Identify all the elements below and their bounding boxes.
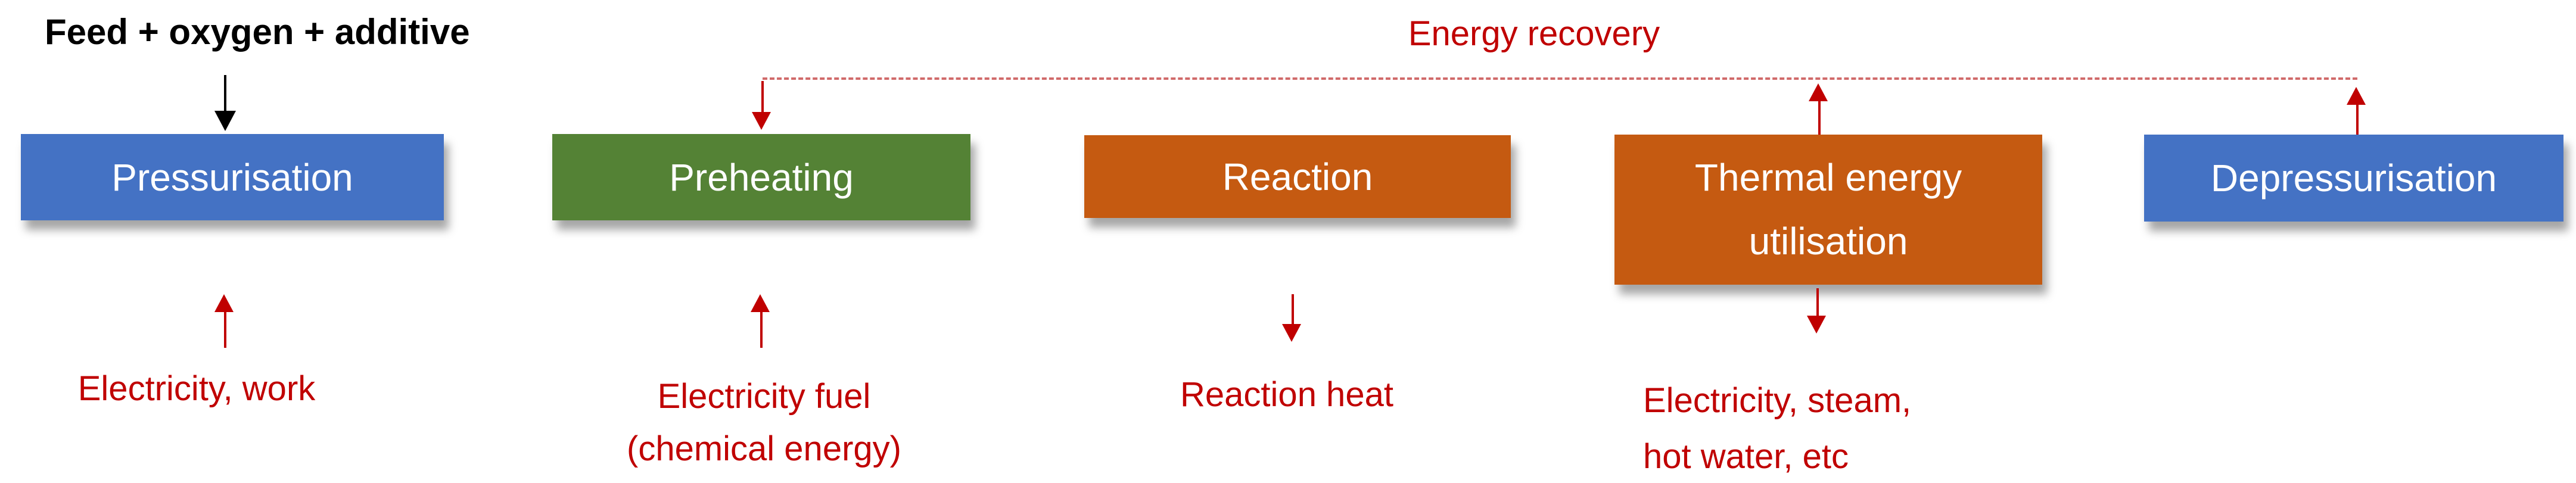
- thermal-output-arrow-down-icon: [1807, 316, 1826, 334]
- stage-box-pressurisation: Pressurisation: [21, 134, 444, 220]
- stage-label-reaction: Reaction: [1222, 155, 1373, 198]
- recovery-to-preheating-arrow-down-icon: [752, 112, 771, 130]
- stage-label-thermal-line2: utilisation: [1749, 220, 1908, 263]
- stage-label-thermal-line1: Thermal energy: [1694, 156, 1962, 199]
- electricity-fuel-label-line1: Electricity fuel: [657, 377, 871, 416]
- stage-label-preheating: Preheating: [669, 155, 854, 199]
- thermal-output-label-line1: Electricity, steam,: [1643, 381, 1912, 420]
- depressurisation-to-recovery-arrow-up-icon: [2347, 87, 2366, 105]
- electricity-fuel-arrow-up-icon: [751, 294, 770, 312]
- electricity-fuel-arrow-line: [760, 312, 763, 348]
- thermal-output-label-line2: hot water, etc: [1643, 437, 1849, 476]
- electricity-fuel-label-line2: (chemical energy): [627, 429, 901, 468]
- thermal-to-recovery-arrow-line: [1818, 100, 1821, 135]
- electricity-work-arrow-up-icon: [214, 294, 234, 312]
- energy-recovery-dashed-line: [763, 77, 2357, 80]
- electricity-work-arrow-line: [224, 312, 226, 348]
- reaction-heat-label: Reaction heat: [1180, 375, 1393, 414]
- thermal-output-label: Electricity, steam, hot water, etc: [1643, 373, 2012, 483]
- stage-box-depressurisation: Depressurisation: [2144, 135, 2563, 222]
- feed-input-label: Feed + oxygen + additive: [45, 12, 470, 52]
- feed-arrow-line: [224, 75, 226, 112]
- reaction-heat-arrow-down-icon: [1282, 324, 1301, 342]
- stage-box-thermal-energy-utilisation: Thermal energy utilisation: [1614, 135, 2042, 285]
- electricity-work-label: Electricity, work: [77, 369, 316, 408]
- energy-recovery-label: Energy recovery: [1408, 14, 1660, 53]
- depressurisation-to-recovery-arrow-line: [2356, 104, 2359, 135]
- thermal-output-arrow-line: [1816, 288, 1819, 316]
- electricity-fuel-label: Electricity fuel (chemical energy): [593, 370, 935, 475]
- stage-box-reaction: Reaction: [1084, 135, 1511, 218]
- reaction-heat-arrow-line: [1292, 294, 1294, 324]
- stage-box-preheating: Preheating: [552, 134, 970, 220]
- stage-label-depressurisation: Depressurisation: [2210, 157, 2497, 200]
- stage-label-pressurisation: Pressurisation: [111, 155, 353, 199]
- thermal-to-recovery-arrow-up-icon: [1809, 83, 1828, 101]
- recovery-to-preheating-arrow-line: [761, 81, 764, 112]
- feed-arrow-down-icon: [214, 111, 236, 131]
